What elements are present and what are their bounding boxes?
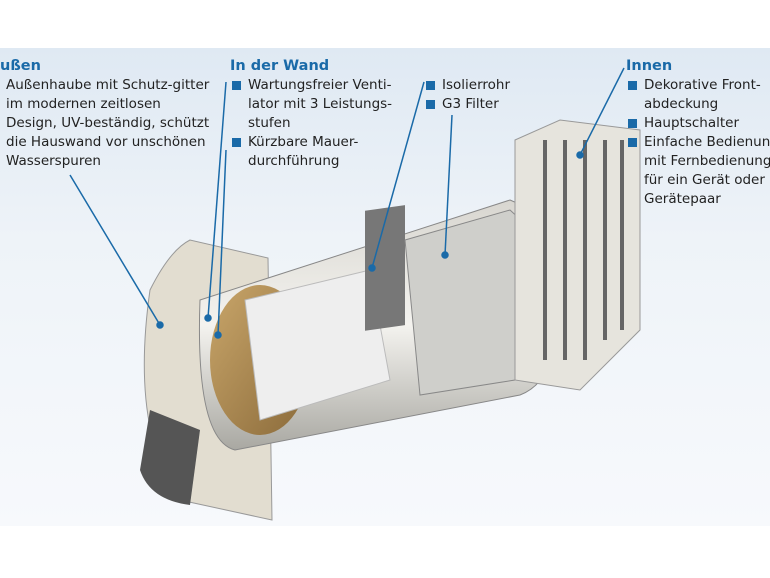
list-item: Isolierrohr [424,76,544,95]
group-title: In der Wand [230,58,330,74]
group-title: Innen [626,58,673,74]
list-item: Kürzbare Mauer-durchführung [230,133,405,171]
group-in-der-wand: In der Wand Wartungsfreier Venti-lator m… [230,56,405,171]
list-item: Einfache Bedienun mit Fernbedienung für … [626,133,770,209]
fan-grid [244,269,391,421]
list-item: Wartungsfreier Venti-lator mit 3 Leistun… [230,76,405,133]
list-item: Dekorative Front-abdeckung [626,76,770,114]
group-tube: Isolierrohr G3 Filter [424,76,544,114]
filter [365,205,405,331]
list-item: Hauptschalter [626,114,770,133]
group-text: Außenhaube mit Schutz-gitter im modernen… [6,77,210,169]
group-title: ußen [0,58,41,74]
outer-grille [140,410,200,505]
list-item: G3 Filter [424,95,544,114]
group-innen: Innen Dekorative Front-abdeckung Hauptsc… [626,56,770,209]
group-aussen: ußen Außenhaube mit Schutz-gitter im mod… [0,56,210,171]
